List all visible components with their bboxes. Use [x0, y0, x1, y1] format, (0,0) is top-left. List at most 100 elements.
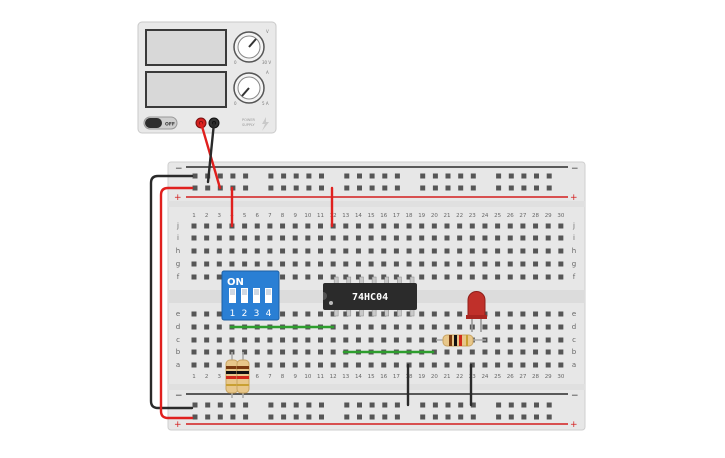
rail-hole[interactable]: [521, 402, 527, 408]
rail-hole[interactable]: [521, 414, 527, 420]
terminal-hole[interactable]: [533, 362, 539, 368]
terminal-hole[interactable]: [495, 261, 501, 267]
terminal-hole[interactable]: [419, 324, 425, 330]
terminal-hole[interactable]: [393, 235, 399, 241]
terminal-hole[interactable]: [469, 349, 475, 355]
terminal-hole[interactable]: [558, 362, 564, 368]
terminal-hole[interactable]: [520, 248, 526, 254]
rail-hole[interactable]: [394, 414, 400, 420]
terminal-hole[interactable]: [469, 274, 475, 280]
terminal-hole[interactable]: [355, 311, 361, 317]
terminal-hole[interactable]: [507, 324, 513, 330]
terminal-hole[interactable]: [419, 362, 425, 368]
terminal-hole[interactable]: [431, 223, 437, 229]
terminal-hole[interactable]: [545, 349, 551, 355]
rail-hole[interactable]: [508, 173, 514, 179]
terminal-hole[interactable]: [368, 337, 374, 343]
terminal-hole[interactable]: [191, 223, 197, 229]
terminal-hole[interactable]: [343, 362, 349, 368]
terminal-hole[interactable]: [507, 349, 513, 355]
terminal-hole[interactable]: [254, 349, 260, 355]
terminal-hole[interactable]: [393, 223, 399, 229]
terminal-hole[interactable]: [204, 223, 210, 229]
rail-hole[interactable]: [458, 402, 464, 408]
rail-hole[interactable]: [394, 173, 400, 179]
terminal-hole[interactable]: [280, 261, 286, 267]
terminal-hole[interactable]: [381, 248, 387, 254]
rail-hole[interactable]: [281, 414, 287, 420]
terminal-hole[interactable]: [318, 274, 323, 280]
terminal-hole[interactable]: [558, 248, 564, 254]
rail-hole[interactable]: [420, 414, 426, 420]
terminal-hole[interactable]: [431, 337, 437, 343]
rail-hole[interactable]: [369, 173, 375, 179]
rail-hole[interactable]: [508, 185, 514, 191]
power-switch[interactable]: OFF: [143, 116, 178, 130]
terminal-hole[interactable]: [355, 235, 361, 241]
red-led[interactable]: [466, 291, 487, 333]
terminal-hole[interactable]: [368, 223, 374, 229]
terminal-hole[interactable]: [533, 223, 539, 229]
terminal-hole[interactable]: [292, 261, 298, 267]
black-rail-link-wire[interactable]: [149, 174, 194, 410]
terminal-hole[interactable]: [330, 311, 336, 317]
rail-hole[interactable]: [470, 185, 476, 191]
terminal-hole[interactable]: [267, 337, 273, 343]
terminal-hole[interactable]: [533, 311, 539, 317]
terminal-hole[interactable]: [393, 274, 399, 280]
terminal-hole[interactable]: [381, 311, 387, 317]
rail-hole[interactable]: [357, 173, 362, 179]
terminal-hole[interactable]: [495, 337, 501, 343]
terminal-hole[interactable]: [444, 311, 450, 317]
rail-hole[interactable]: [546, 414, 552, 420]
rail-hole[interactable]: [243, 173, 249, 179]
terminal-hole[interactable]: [495, 235, 501, 241]
terminal-hole[interactable]: [267, 349, 273, 355]
terminal-hole[interactable]: [545, 248, 551, 254]
terminal-hole[interactable]: [204, 248, 210, 254]
terminal-hole[interactable]: [406, 235, 412, 241]
rail-hole[interactable]: [344, 185, 350, 191]
terminal-hole[interactable]: [191, 311, 197, 317]
terminal-hole[interactable]: [204, 235, 210, 241]
terminal-hole[interactable]: [381, 261, 387, 267]
terminal-hole[interactable]: [457, 362, 463, 368]
terminal-hole[interactable]: [280, 311, 286, 317]
terminal-hole[interactable]: [318, 362, 323, 368]
terminal-hole[interactable]: [469, 235, 475, 241]
terminal-hole[interactable]: [267, 261, 273, 267]
terminal-hole[interactable]: [204, 324, 210, 330]
terminal-hole[interactable]: [558, 311, 564, 317]
terminal-hole[interactable]: [267, 223, 273, 229]
rail-hole[interactable]: [445, 402, 451, 408]
terminal-hole[interactable]: [393, 362, 399, 368]
terminal-hole[interactable]: [343, 235, 349, 241]
rail-hole[interactable]: [470, 173, 476, 179]
terminal-hole[interactable]: [393, 248, 399, 254]
rail-hole[interactable]: [306, 185, 312, 191]
terminal-hole[interactable]: [242, 349, 248, 355]
terminal-hole[interactable]: [355, 337, 361, 343]
rail-hole[interactable]: [445, 173, 451, 179]
terminal-hole[interactable]: [305, 223, 311, 229]
terminal-hole[interactable]: [216, 337, 222, 343]
rail-hole[interactable]: [230, 173, 236, 179]
terminal-hole[interactable]: [381, 223, 387, 229]
rail-hole[interactable]: [344, 402, 350, 408]
terminal-hole[interactable]: [520, 311, 526, 317]
terminal-hole[interactable]: [292, 235, 298, 241]
terminal-hole[interactable]: [280, 362, 286, 368]
terminal-hole[interactable]: [305, 337, 311, 343]
rail-hole[interactable]: [306, 402, 312, 408]
rail-hole[interactable]: [534, 402, 539, 408]
terminal-hole[interactable]: [482, 248, 488, 254]
terminal-hole[interactable]: [495, 274, 501, 280]
terminal-hole[interactable]: [545, 223, 551, 229]
rail-hole[interactable]: [243, 402, 249, 408]
rail-hole[interactable]: [230, 402, 236, 408]
terminal-hole[interactable]: [393, 261, 399, 267]
rail-hole[interactable]: [217, 414, 223, 420]
terminal-hole[interactable]: [507, 311, 513, 317]
terminal-hole[interactable]: [368, 235, 374, 241]
rail-hole[interactable]: [369, 414, 375, 420]
